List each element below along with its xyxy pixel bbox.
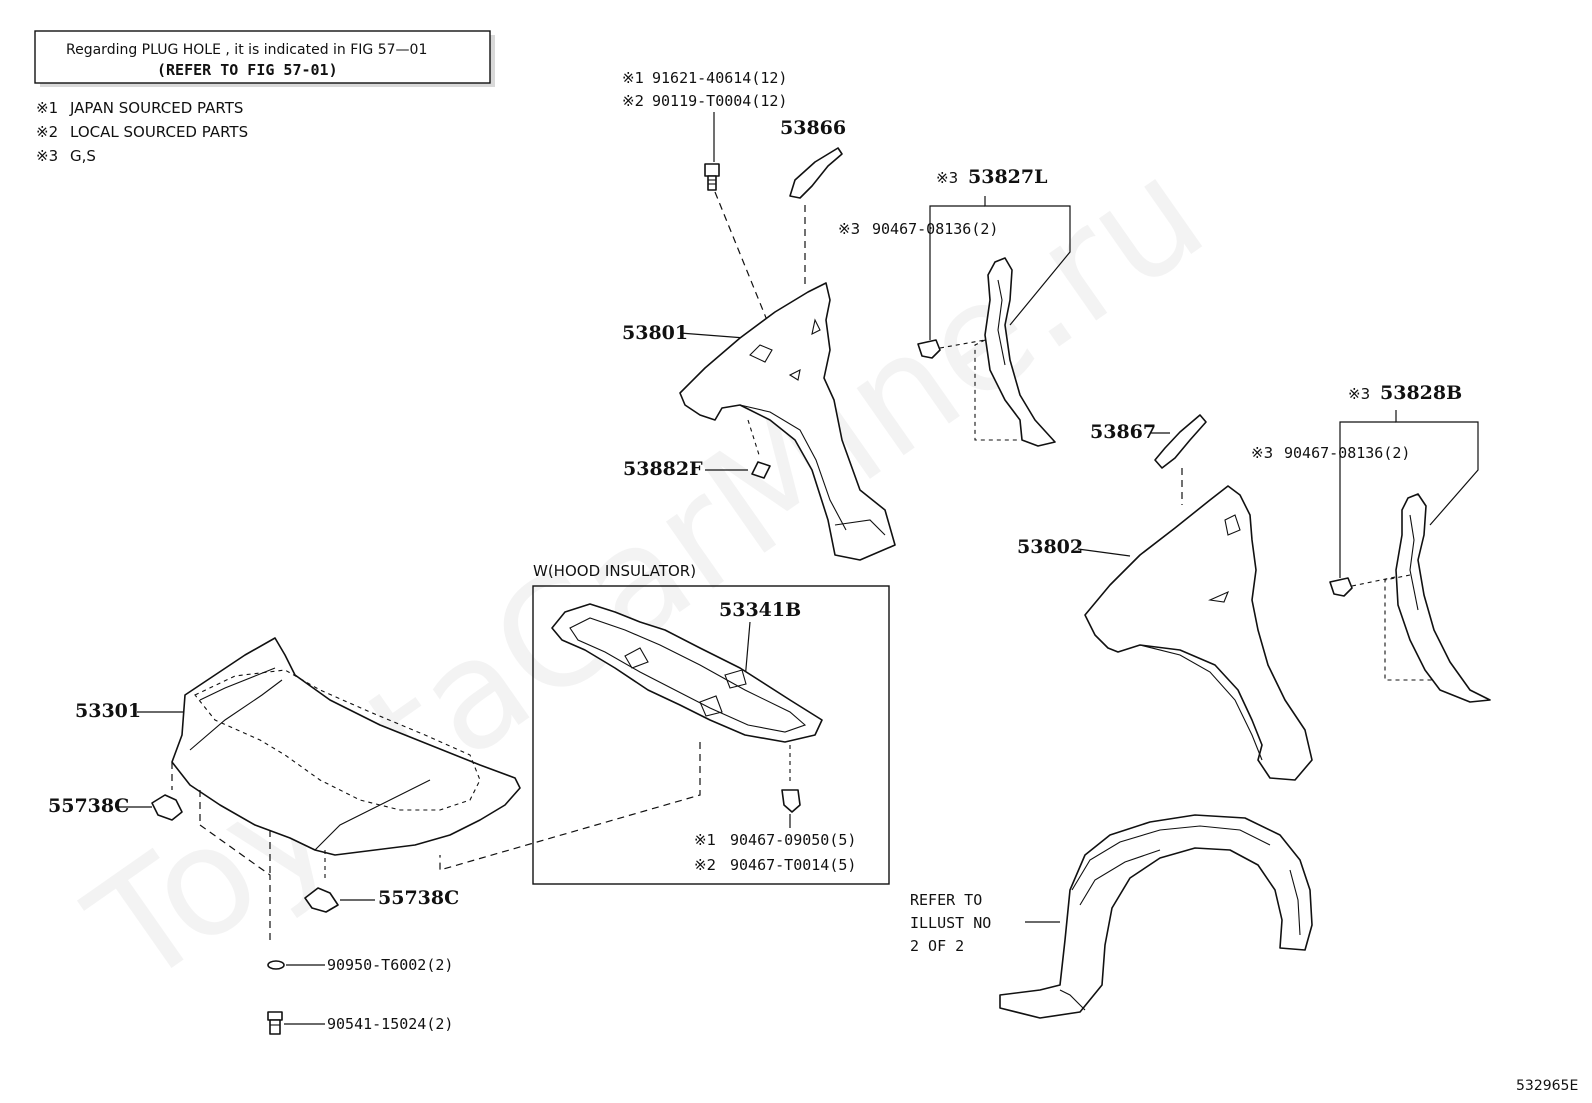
source-legend: ※1 JAPAN SOURCED PARTS ※2 LOCAL SOURCED … bbox=[36, 99, 248, 165]
svg-text:ILLUST NO: ILLUST NO bbox=[910, 914, 991, 932]
fender-pad-53882F bbox=[751, 461, 771, 479]
fender-seal-53867 bbox=[1154, 414, 1207, 469]
bolt-icon bbox=[704, 163, 720, 191]
label-53828B: ※3 53828B bbox=[1348, 382, 1462, 404]
label-55738C-b: 55738C bbox=[378, 887, 459, 909]
svg-text:※3: ※3 bbox=[1251, 444, 1273, 462]
label-bolt-91621: ※1 91621-40614(12) bbox=[622, 69, 787, 87]
label-clip-ins-2: ※2 90467-T0014(5) bbox=[694, 856, 856, 874]
svg-text:※1: ※1 bbox=[694, 831, 716, 849]
label-53801: 53801 bbox=[622, 322, 688, 344]
fender-liner-seal-53828B bbox=[1395, 493, 1491, 703]
legend-text-1: JAPAN SOURCED PARTS bbox=[69, 99, 243, 117]
label-53866: 53866 bbox=[780, 117, 846, 139]
notice-line-2: (REFER TO FIG 57-01) bbox=[157, 61, 338, 79]
label-53802: 53802 bbox=[1017, 536, 1083, 558]
notice-line-1: Regarding PLUG HOLE , it is indicated in… bbox=[66, 42, 427, 58]
svg-text:※2: ※2 bbox=[622, 92, 644, 110]
label-53341B: 53341B bbox=[719, 599, 801, 621]
label-53301: 53301 bbox=[75, 700, 141, 722]
legend-text-3: G,S bbox=[70, 147, 96, 165]
svg-text:90467-08136(2): 90467-08136(2) bbox=[1284, 444, 1410, 462]
svg-text:※3: ※3 bbox=[936, 169, 958, 187]
label-53827L: ※3 53827L bbox=[936, 166, 1047, 188]
hood-insulator-53341B bbox=[551, 603, 823, 743]
svg-text:53828B: 53828B bbox=[1380, 382, 1462, 404]
fender-liner-refer bbox=[999, 814, 1313, 1019]
refer-note: REFER TO ILLUST NO 2 OF 2 bbox=[910, 891, 991, 955]
hood-cushion-55738C-b bbox=[304, 887, 339, 913]
label-bolt-90119: ※2 90119-T0004(12) bbox=[622, 92, 787, 110]
svg-text:90467-T0014(5): 90467-T0014(5) bbox=[730, 856, 856, 874]
label-90950: 90950-T6002(2) bbox=[327, 956, 453, 974]
hood-cushion-55738C-a bbox=[151, 794, 183, 821]
hood-cushion-90541 bbox=[267, 1011, 283, 1035]
clip-icon-left bbox=[917, 339, 941, 359]
svg-text:53827L: 53827L bbox=[968, 166, 1047, 188]
svg-text:REFER TO: REFER TO bbox=[910, 891, 982, 909]
svg-text:90119-T0004(12): 90119-T0004(12) bbox=[652, 92, 787, 110]
fender-seal-53866 bbox=[789, 147, 843, 199]
hole-plug-90950 bbox=[267, 960, 285, 970]
legend-text-2: LOCAL SOURCED PARTS bbox=[70, 123, 248, 141]
fender-liner-seal-53827L bbox=[984, 257, 1056, 447]
label-clip-left: ※3 90467-08136(2) bbox=[838, 220, 998, 238]
svg-text:90467-08136(2): 90467-08136(2) bbox=[872, 220, 998, 238]
svg-text:※3: ※3 bbox=[838, 220, 860, 238]
legend-mark-1: ※1 bbox=[36, 99, 58, 117]
label-55738C-a: 55738C bbox=[48, 795, 129, 817]
svg-text:90467-09050(5): 90467-09050(5) bbox=[730, 831, 856, 849]
clip-icon-insulator bbox=[781, 789, 801, 813]
label-53882F: 53882F bbox=[623, 458, 703, 480]
clip-icon-right bbox=[1329, 577, 1353, 597]
svg-text:※3: ※3 bbox=[1348, 385, 1370, 403]
svg-text:※2: ※2 bbox=[694, 856, 716, 874]
hood-insulator-box bbox=[532, 585, 890, 885]
insulator-box-title: W(HOOD INSULATOR) bbox=[533, 562, 696, 580]
hood-panel-53301 bbox=[171, 637, 521, 856]
front-fender-left-53801 bbox=[679, 282, 896, 561]
svg-text:2 OF 2: 2 OF 2 bbox=[910, 937, 964, 955]
front-fender-right-53802 bbox=[1084, 485, 1313, 781]
label-clip-right: ※3 90467-08136(2) bbox=[1251, 444, 1410, 462]
label-clip-ins-1: ※1 90467-09050(5) bbox=[694, 831, 856, 849]
plug-hole-notice: Regarding PLUG HOLE , it is indicated in… bbox=[34, 30, 495, 87]
figure-id: 532965E bbox=[1516, 1078, 1578, 1094]
legend-mark-2: ※2 bbox=[36, 123, 58, 141]
svg-text:91621-40614(12): 91621-40614(12) bbox=[652, 69, 787, 87]
label-53867: 53867 bbox=[1090, 421, 1156, 443]
legend-mark-3: ※3 bbox=[36, 147, 58, 165]
label-90541: 90541-15024(2) bbox=[327, 1015, 453, 1033]
svg-text:※1: ※1 bbox=[622, 69, 644, 87]
